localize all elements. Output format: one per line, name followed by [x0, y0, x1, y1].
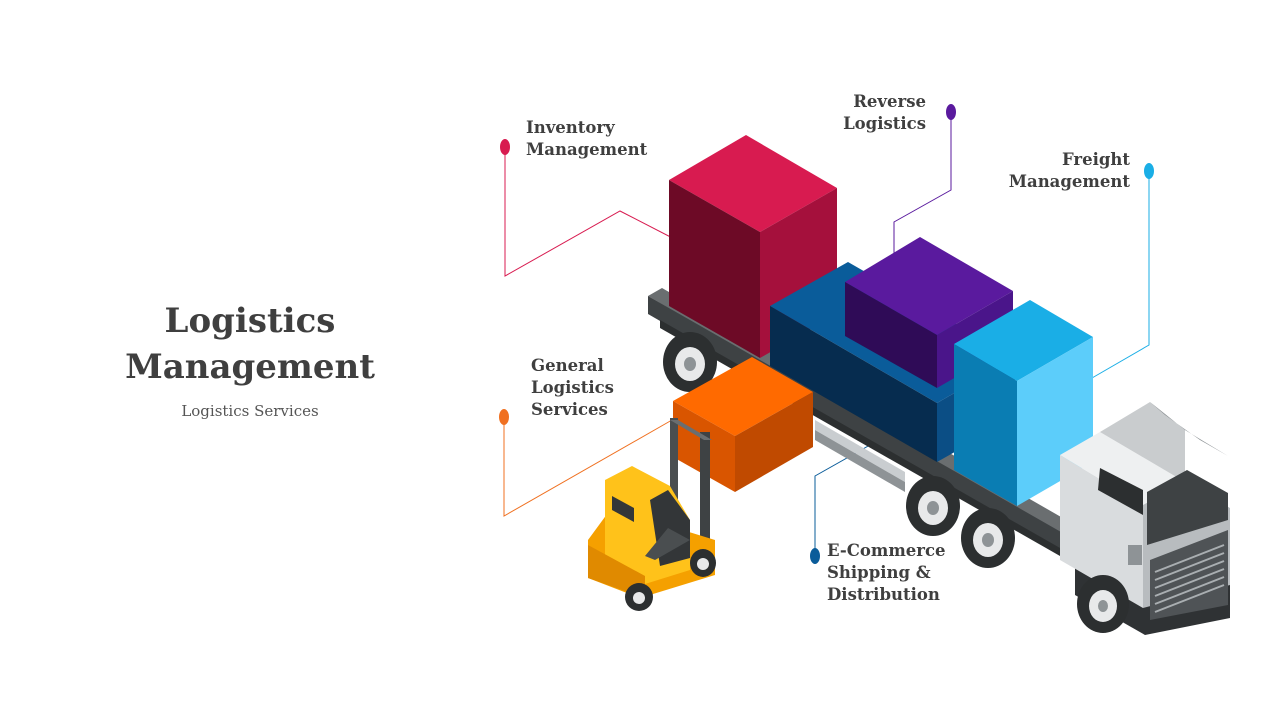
ecommerce-label-line-2: Shipping & [827, 563, 931, 582]
general-label: General Logistics Services [531, 355, 614, 421]
inventory-dot [500, 139, 510, 155]
ecommerce-label-line-3: Distribution [827, 585, 940, 604]
inventory-connector [504, 147, 689, 277]
general-connector [503, 417, 673, 517]
ecommerce-label: E-Commerce Shipping & Distribution [827, 540, 946, 606]
reverse-label: Reverse Logistics [826, 91, 926, 135]
title-line-1: Logistics [164, 301, 336, 341]
general-label-line-1: General [531, 356, 604, 375]
ecommerce-dot [810, 548, 820, 564]
freight-dot [1144, 163, 1154, 179]
freight-label-line-1: Freight [1061, 150, 1130, 169]
general-label-line-2: Logistics [531, 378, 614, 397]
middle-wheels [906, 476, 1015, 568]
inventory-label: Inventory Management [526, 117, 647, 161]
inventory-label-line-1: Inventory [526, 118, 615, 137]
reverse-connector [893, 112, 952, 255]
freight-label-line-2: Management [1008, 172, 1130, 191]
general-label-line-3: Services [531, 400, 608, 419]
page-subtitle: Logistics Services [181, 402, 319, 420]
general-dot [499, 409, 509, 425]
reverse-label-line-2: Logistics [843, 114, 926, 133]
truck-cab [1060, 402, 1230, 635]
title-line-2: Management [125, 347, 375, 387]
reverse-label-line-1: Reverse [853, 92, 926, 111]
inventory-label-line-2: Management [526, 140, 648, 159]
ecommerce-label-line-1: E-Commerce [827, 541, 946, 560]
reverse-dot [946, 104, 956, 120]
forklift [588, 418, 716, 611]
freight-label: Freight Management [990, 149, 1130, 193]
freight-connector [1091, 171, 1150, 379]
page-title: Logistics Management [100, 298, 400, 390]
rear-wheel [663, 332, 717, 392]
connector-lines [499, 104, 1154, 564]
